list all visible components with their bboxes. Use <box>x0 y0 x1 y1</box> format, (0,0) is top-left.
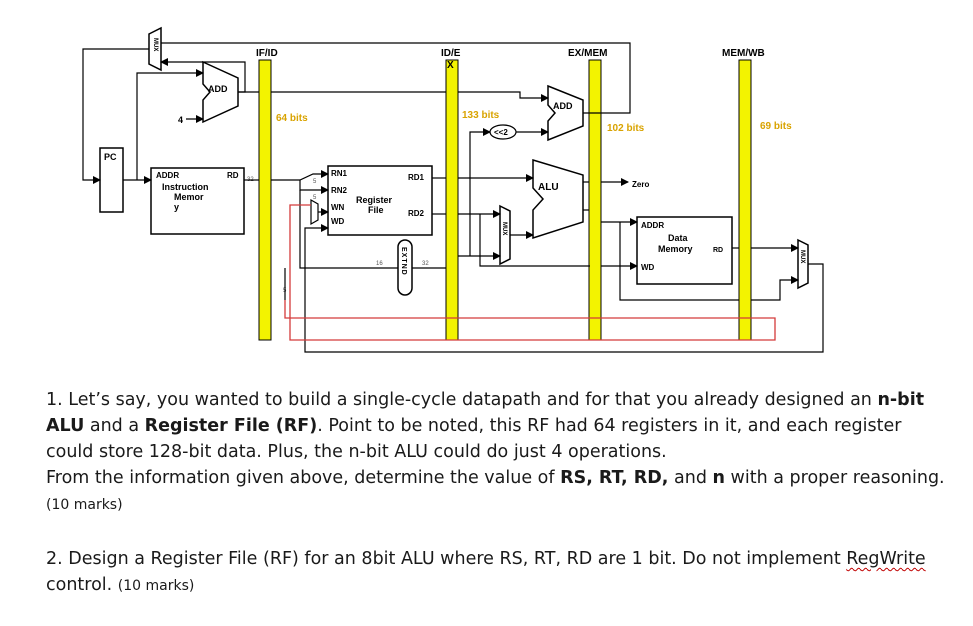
question-2-text: 2. Design a Register File (RF) for an 8b… <box>46 549 926 595</box>
dmem-addr-label: ADDR <box>641 221 664 230</box>
add-right-block <box>547 84 584 142</box>
question-1-task: From the information given above, determ… <box>46 468 945 513</box>
alu-src-mux <box>499 204 511 266</box>
pc-mux <box>148 26 162 72</box>
alu-block <box>532 158 584 240</box>
question-2: 2. Design a Register File (RF) for an 8b… <box>46 546 946 599</box>
add-right-label: ADD <box>553 101 573 111</box>
imem-addr-label: ADDR <box>156 171 179 180</box>
rf-title-1: Register <box>356 195 393 205</box>
data-memory <box>636 216 733 285</box>
imem-title-3: y <box>174 202 179 212</box>
rf-rn1-label: RN1 <box>331 169 348 178</box>
width-label-ex-mem: 102 bits <box>607 123 645 134</box>
instruction-memory <box>150 167 245 235</box>
stage-label-id-e: ID/E <box>441 48 461 59</box>
alu-label: ALU <box>538 182 559 193</box>
rf-rn2-label: RN2 <box>331 186 348 195</box>
rf-rd2-label: RD2 <box>408 209 425 218</box>
dmem-title-1: Data <box>668 233 689 243</box>
question-1-marks: (10 marks) <box>46 497 123 513</box>
stage-label-if-id: IF/ID <box>256 48 278 59</box>
dmem-rd-label: RD <box>713 247 723 254</box>
rf-width-rn1: 5 <box>313 179 317 185</box>
wn-mux <box>310 198 319 226</box>
pc-mux-label: MUX <box>152 38 158 51</box>
rf-title-2: File <box>368 205 384 215</box>
id-e-register <box>445 59 459 341</box>
extnd-label: EXTND <box>400 247 407 276</box>
rf-wd-label: WD <box>331 217 345 226</box>
stage-label-mem-wb: MEM/WB <box>722 48 765 59</box>
question-1: 1. Let’s say, you wanted to build a sing… <box>46 387 946 518</box>
if-id-register <box>258 59 272 341</box>
zero-label: Zero <box>632 180 649 189</box>
red-write-path <box>284 204 776 341</box>
alu-src-mux-label: MUX <box>501 222 507 235</box>
rf-wn-label: WN <box>331 203 345 212</box>
question-2-marks: (10 marks) <box>117 578 195 594</box>
pc-label: PC <box>104 152 117 162</box>
register-file <box>327 165 433 236</box>
dmem-title-2: Memory <box>658 244 693 254</box>
width-label-if-id: 64 bits <box>276 113 308 124</box>
imem-title-1: Instruction <box>162 182 209 192</box>
question-1-text: 1. Let’s say, you wanted to build a sing… <box>46 390 925 462</box>
extnd-out-width: 32 <box>422 261 429 267</box>
datapath-diagram: IF/ID ID/E EX/MEM MEM/WB X 64 bits 133 b… <box>82 26 824 353</box>
id-e-x-mark: X <box>447 60 454 71</box>
extnd-in-width: 16 <box>376 261 383 267</box>
dmem-wd-label: WD <box>641 263 655 272</box>
width-label-mem-wb: 69 bits <box>760 121 792 132</box>
stage-label-ex-mem: EX/MEM <box>568 48 607 59</box>
shift-label: <<2 <box>494 128 508 137</box>
mem-wb-register <box>738 59 752 341</box>
width-label-id-e: 133 bits <box>462 110 500 121</box>
spellcheck-word: RegWrite <box>846 549 926 569</box>
add-left-label: ADD <box>208 84 228 94</box>
wb-mux <box>797 238 809 290</box>
rf-width-rn2: 5 <box>313 195 317 201</box>
imem-rd-label: RD <box>227 171 239 180</box>
ex-mem-register <box>588 59 602 341</box>
datapath-wires <box>82 42 824 353</box>
rf-rd1-label: RD1 <box>408 173 425 182</box>
add-left-block <box>202 60 239 124</box>
wb-mux-label: MUX <box>799 250 805 263</box>
const-4-label: 4 <box>178 115 183 125</box>
imem-title-2: Memor <box>174 192 204 202</box>
